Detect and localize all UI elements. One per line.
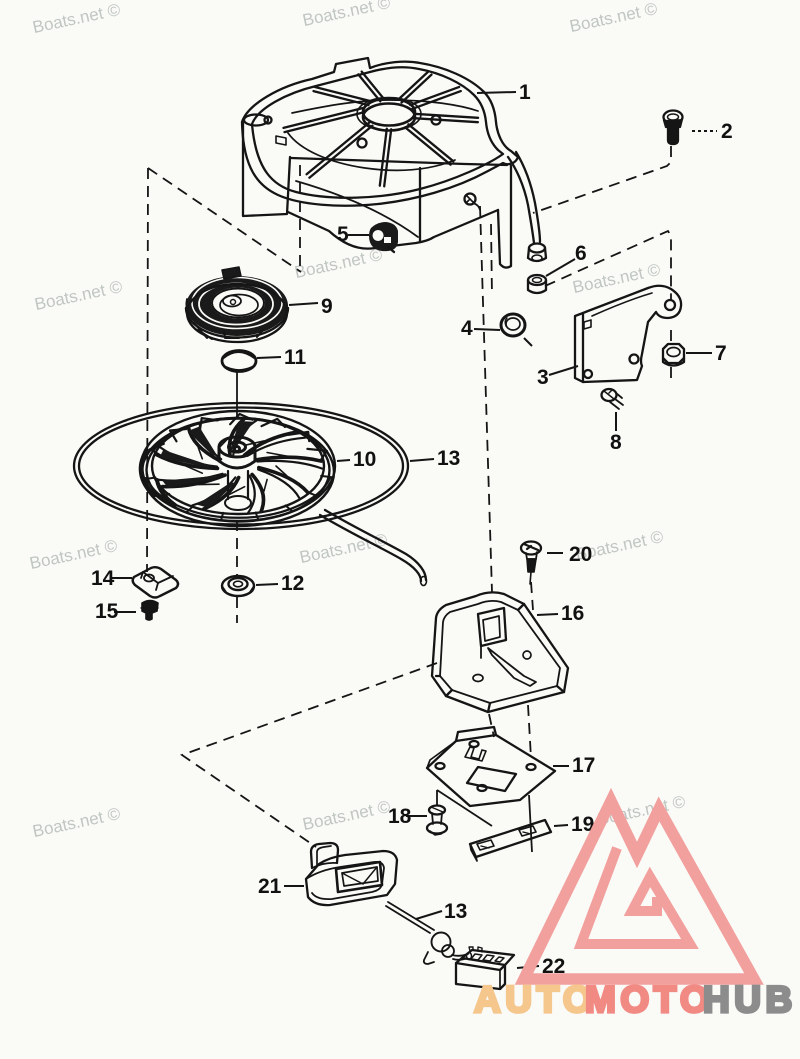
svg-text:14: 14: [91, 567, 115, 590]
svg-text:9: 9: [321, 295, 333, 318]
svg-text:18: 18: [388, 805, 412, 828]
svg-text:11: 11: [284, 346, 307, 369]
svg-text:13: 13: [444, 900, 467, 923]
svg-text:AUTO: AUTO: [474, 979, 596, 1020]
svg-text:5: 5: [337, 223, 349, 246]
svg-text:MOTO: MOTO: [585, 979, 713, 1020]
svg-text:8: 8: [610, 431, 622, 454]
svg-text:4: 4: [461, 317, 473, 340]
svg-text:13: 13: [437, 447, 460, 470]
svg-text:20: 20: [569, 543, 592, 566]
svg-text:12: 12: [281, 572, 304, 595]
svg-text:17: 17: [572, 754, 595, 777]
svg-text:2: 2: [721, 120, 733, 143]
svg-text:1: 1: [519, 81, 531, 104]
svg-text:15: 15: [95, 600, 119, 623]
svg-text:HUB: HUB: [703, 979, 797, 1020]
svg-text:16: 16: [561, 602, 584, 625]
svg-text:10: 10: [353, 448, 376, 471]
svg-text:21: 21: [258, 875, 282, 898]
svg-text:22: 22: [542, 955, 565, 978]
svg-text:3: 3: [537, 366, 549, 389]
svg-text:19: 19: [571, 813, 594, 836]
svg-text:7: 7: [715, 342, 727, 365]
svg-text:6: 6: [575, 242, 587, 265]
